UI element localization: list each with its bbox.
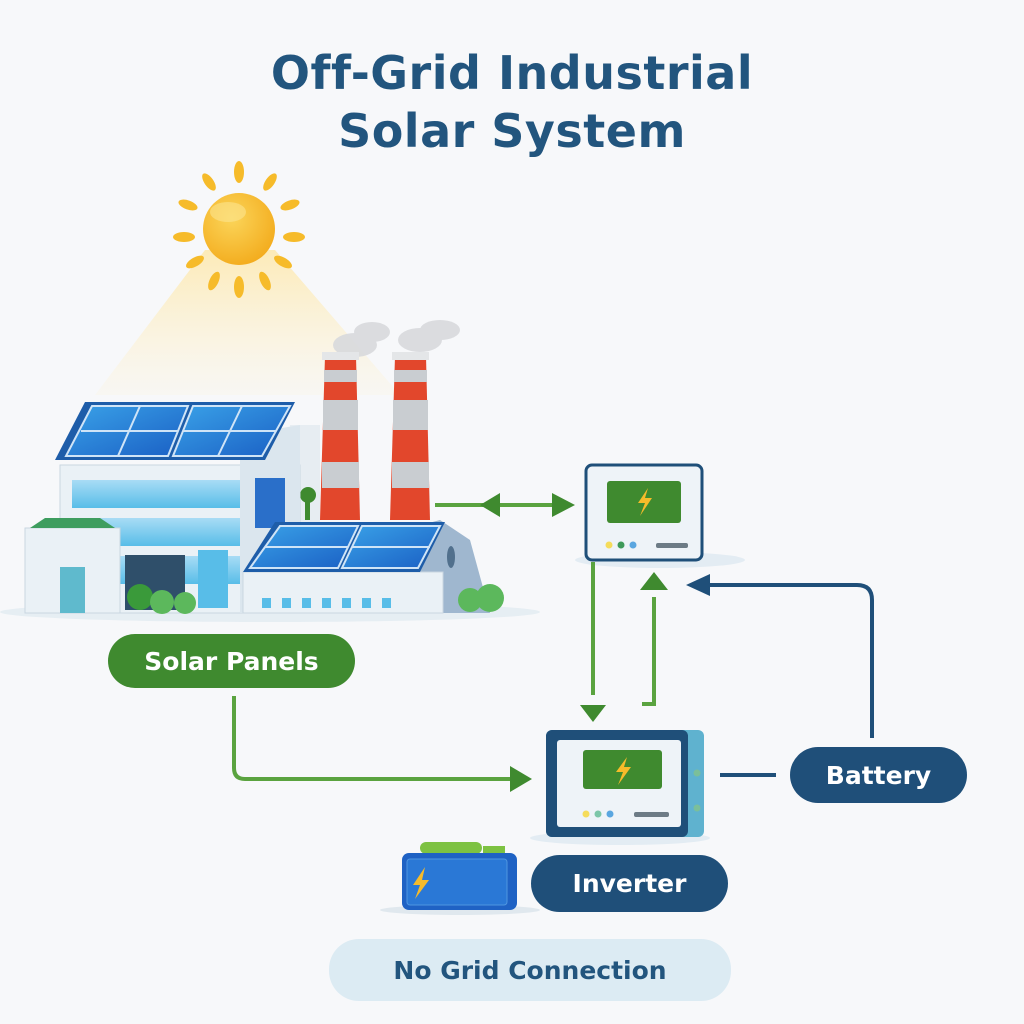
chimney-left — [320, 352, 360, 520]
battery-icon — [380, 842, 540, 915]
inverter-label: Inverter — [531, 855, 728, 912]
lightning-bolt-icon — [616, 757, 631, 785]
inverter-device-icon — [530, 730, 710, 845]
no-grid-badge: No Grid Connection — [329, 939, 731, 1001]
title-line-2: Solar System — [338, 104, 686, 158]
sun-icon — [173, 161, 305, 298]
no-grid-text: No Grid Connection — [393, 955, 667, 985]
page-title: Off-Grid Industrial Solar System — [0, 44, 1024, 160]
arrow-solar-to-inverter — [232, 696, 532, 792]
lightning-bolt-icon — [638, 488, 652, 516]
chimney-right — [390, 352, 430, 520]
inverter-text: Inverter — [572, 869, 687, 898]
arrow-battery-to-controller — [686, 574, 874, 738]
battery-label: Battery — [790, 747, 967, 803]
factory-icon — [24, 320, 504, 614]
arrow-inverter-to-controller — [640, 572, 668, 706]
bidirectional-arrow — [435, 493, 575, 517]
charge-controller-icon — [575, 463, 745, 568]
solar-panels-text: Solar Panels — [144, 646, 319, 676]
arrow-controller-to-inverter — [580, 562, 606, 722]
title-line-1: Off-Grid Industrial — [270, 46, 754, 100]
solar-panels-label: Solar Panels — [108, 634, 355, 688]
battery-text: Battery — [825, 760, 932, 790]
